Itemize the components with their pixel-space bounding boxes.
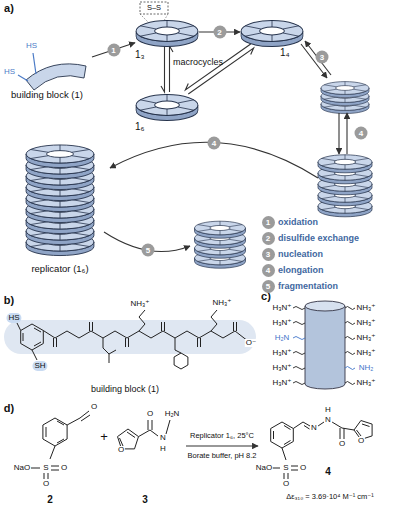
legend-text: elongation (278, 266, 324, 275)
amine-label: H₂N (274, 334, 291, 342)
atom-label: O (338, 440, 346, 448)
atom-label: NH₃⁺ (355, 334, 376, 342)
atom-label: H₃N⁺ (271, 379, 292, 387)
legend-number: 1 (262, 216, 275, 229)
macrocycle-node: 1₆ (135, 92, 199, 120)
atom-label: O (60, 464, 68, 472)
macrocycle-label: 1₃ (135, 50, 145, 60)
atom-label: H₂N (164, 410, 181, 418)
atom-label: N (324, 416, 332, 424)
legend-text: fragmentation (278, 282, 338, 291)
atom-label: NH₃⁺ (355, 379, 376, 387)
condition-text: Borate buffer, pH 8.2 (187, 452, 256, 460)
atom-label: N (159, 434, 167, 442)
ring-shape (135, 18, 199, 46)
atom-label: O (90, 403, 98, 411)
macrocycle-node: 1₄ (240, 18, 304, 46)
atom-label: NH₃⁺ (355, 304, 376, 312)
node-caption: building block (1) (2, 90, 92, 100)
equilibrium-arrow (161, 46, 173, 92)
condition-text: Replicator 1₆, 25°C (190, 432, 254, 440)
legend-text: oxidation (278, 218, 318, 227)
step-callout: 2 (213, 26, 226, 39)
macrocycle-label: 1₆ (135, 122, 145, 132)
atom-label: NH₃⁺ (211, 299, 232, 307)
building-block-node: HS HS building block (1) (2, 40, 92, 104)
ring-shape (240, 18, 304, 46)
amine-label: NH₂ (358, 364, 375, 372)
atom-label: H₃N⁺ (271, 304, 292, 312)
atom-label: S (42, 464, 49, 472)
atom-label: H₃N⁺ (271, 364, 292, 372)
legend-text: nucleation (278, 250, 323, 259)
atom-label: H (324, 406, 332, 414)
thiol-label: HS (4, 68, 15, 76)
caption-text: building block (1) (91, 385, 159, 394)
thiol-label: HS (6, 313, 21, 323)
step-callout: 1 (107, 43, 120, 56)
thiol-label: HS (26, 42, 37, 50)
atom-label: H₃N⁺ (271, 319, 292, 327)
replicator-node: replicator (1₆) (20, 140, 100, 282)
compound-number: 3 (142, 495, 148, 505)
condition-text: S–S (147, 4, 161, 12)
medium-stack (318, 155, 372, 217)
atom-label: O (146, 410, 154, 418)
legend-number: 4 (262, 264, 275, 277)
atom-label: O⁻ (245, 339, 257, 347)
small-stack (321, 82, 369, 114)
node-caption: replicator (1₆) (20, 264, 100, 274)
atom-label: NH₃⁺ (355, 319, 376, 327)
nucleation-arrow (301, 41, 331, 78)
fragment-stack (195, 221, 246, 268)
atom-label: H (159, 445, 167, 453)
atom-label: NaO (13, 464, 31, 472)
growth-arrow (339, 113, 347, 154)
caption-text: macrocycles (173, 58, 223, 67)
atom-label: O (282, 480, 290, 488)
atom-label: O (299, 464, 307, 472)
equilibrium-arrow (185, 44, 253, 94)
legend-number: 5 (262, 280, 275, 293)
compound-number: 4 (325, 467, 331, 477)
atom-label: H₃N⁺ (271, 349, 292, 357)
macrocycle-label: 1₄ (280, 48, 290, 58)
compound-number: 2 (47, 495, 53, 505)
atom-label: NH₃⁺ (129, 300, 150, 308)
thiol-label: SH (32, 361, 47, 371)
stack-shape (20, 140, 100, 282)
plus-sign: + (100, 430, 108, 443)
legend-number: 3 (262, 248, 275, 261)
step-callout: 3 (316, 51, 329, 64)
atom-label: N (310, 424, 318, 432)
legend-text: disulfide exchange (278, 234, 359, 243)
panel-letter: d) (4, 403, 14, 414)
atom-label: NH₃⁺ (355, 349, 376, 357)
panel-letter: a) (4, 3, 14, 14)
macrocycle-node: 1₃ (135, 18, 199, 46)
atom-label: O (42, 480, 50, 488)
reaction-arrow (92, 43, 135, 57)
atom-label: NaO (255, 464, 273, 472)
step-callout: 4 (355, 127, 368, 140)
condition-text: Δε₃₁₀ = 3.69·10⁴ M⁻¹ cm⁻¹ (286, 493, 374, 501)
legend-number: 2 (262, 232, 275, 245)
step-callout: 5 (142, 244, 155, 257)
reaction-scheme (31, 411, 372, 479)
replicator-fiber (293, 301, 355, 389)
atom-label: O (117, 446, 125, 454)
atom-label: O (357, 437, 365, 445)
atom-label: S (282, 464, 289, 472)
ring-shape (135, 92, 199, 120)
panel-letter: b) (4, 295, 14, 306)
step-callout: 4 (208, 137, 221, 150)
